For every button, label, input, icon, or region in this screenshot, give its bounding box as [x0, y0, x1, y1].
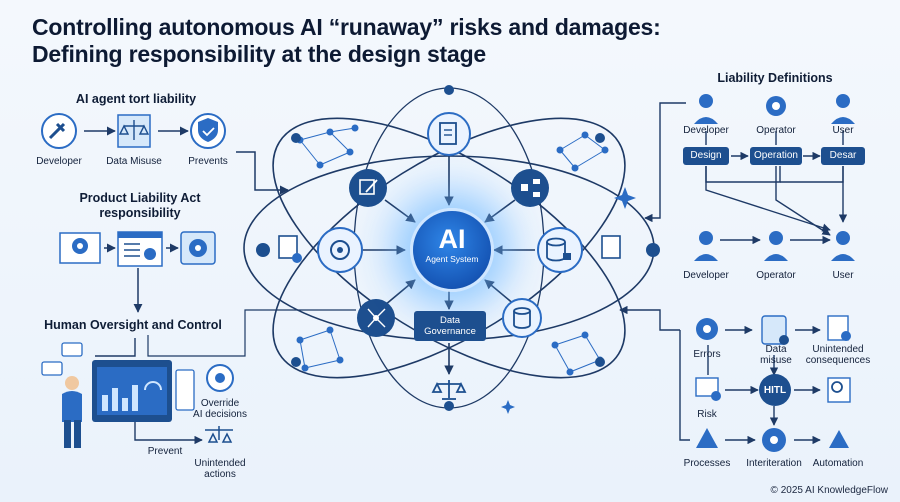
- risk-processes-label: Processes: [683, 458, 731, 469]
- satellite-chatgpt-icon: [317, 227, 363, 273]
- scales-icon-center: [431, 380, 467, 400]
- risk-interiteration-label: Interiteration: [746, 458, 802, 469]
- product-heading: Product Liability Act responsibility: [79, 191, 200, 221]
- product-heading-line-2: responsibility: [99, 206, 181, 220]
- risk-flow: [619, 305, 821, 445]
- person-icons-bottom: [694, 231, 855, 261]
- title-line-1: Controlling autonomous AI “runaway” risk…: [32, 14, 661, 40]
- network-decoration: [296, 124, 609, 376]
- risk-data-misuse-label: Data misuse: [760, 344, 792, 366]
- hitl-label: HITL: [763, 385, 787, 396]
- risk-unintended-label: Unintended consequences: [806, 344, 871, 366]
- unintended-cons-line-1: Unintended: [812, 344, 864, 355]
- stage-operation: Operation: [750, 147, 802, 165]
- unintended-actions-label: Unintended actions: [194, 458, 245, 480]
- title-line-2: Defining responsibility at the design st…: [32, 41, 487, 67]
- sparkles: [501, 187, 636, 414]
- satellite-flow-icon: [511, 169, 549, 207]
- liability-flow: [644, 102, 848, 245]
- stage-desar: Desar: [821, 147, 865, 165]
- role-top-operator: Operator: [756, 125, 796, 136]
- data-governance-box: Data Governance: [414, 311, 486, 341]
- oversight-heading: Human Oversight and Control: [44, 318, 222, 332]
- risk-risk-label: Risk: [697, 409, 717, 420]
- satellite-network-icon: [357, 299, 395, 337]
- governance-line-2: Governance: [424, 326, 476, 337]
- tort-heading: AI agent tort liability: [75, 92, 197, 106]
- tort-label-prevents: Prevents: [188, 156, 228, 167]
- role-bottom-developer: Developer: [683, 270, 729, 281]
- product-heading-line-1: Product Liability Act: [79, 191, 201, 205]
- tort-label-data-misuse: Data Misuse: [106, 156, 162, 167]
- tort-flow: [41, 113, 226, 149]
- product-flow: [59, 231, 216, 312]
- tort-label-developer: Developer: [36, 156, 82, 167]
- unintended-line-2: actions: [204, 469, 236, 480]
- liability-heading: Liability Definitions: [717, 71, 833, 85]
- orbit-doc-right-icon: [601, 235, 660, 259]
- role-top-user: User: [832, 125, 854, 136]
- override-line-2: AI decisions: [193, 409, 247, 420]
- risk-icons: [695, 315, 851, 452]
- unintended-line-1: Unintended: [194, 458, 246, 469]
- center-arrows: [363, 155, 535, 375]
- oversight-illustration: [41, 309, 356, 448]
- copyright-notice: © 2025 AI KnowledgeFlow: [770, 485, 888, 496]
- stage-design: Design: [683, 147, 729, 165]
- data-misuse-line-1: Data: [765, 344, 787, 355]
- ai-sub-label: Agent System: [425, 254, 479, 264]
- ai-agent-core: AI Agent System: [410, 208, 494, 292]
- governance-line-1: Data: [439, 315, 461, 326]
- unintended-cons-line-2: consequences: [805, 355, 871, 366]
- prevent-label: Prevent: [147, 446, 183, 457]
- orbit-dots: [291, 85, 605, 411]
- risk-errors-label: Errors: [693, 349, 721, 360]
- ai-label: AI: [438, 224, 466, 254]
- risk-automation-label: Automation: [812, 458, 864, 469]
- page-title: Controlling autonomous AI “runaway” risk…: [32, 14, 661, 68]
- satellite-database-icon: [502, 298, 542, 338]
- role-top-developer: Developer: [683, 125, 729, 136]
- override-label: Override AI decisions: [193, 398, 247, 420]
- orbit-doc-left-icon: [256, 235, 302, 263]
- person-icons-top: [694, 94, 855, 124]
- satellite-database-lock-icon: [537, 227, 583, 273]
- override-line-1: Override: [200, 398, 240, 409]
- satellite-edit-icon: [349, 169, 387, 207]
- tort-to-core-connector: [236, 151, 289, 195]
- data-misuse-line-2: misuse: [760, 355, 792, 366]
- role-bottom-user: User: [832, 270, 854, 281]
- role-bottom-operator: Operator: [756, 270, 796, 281]
- satellite-document-icon: [427, 112, 471, 156]
